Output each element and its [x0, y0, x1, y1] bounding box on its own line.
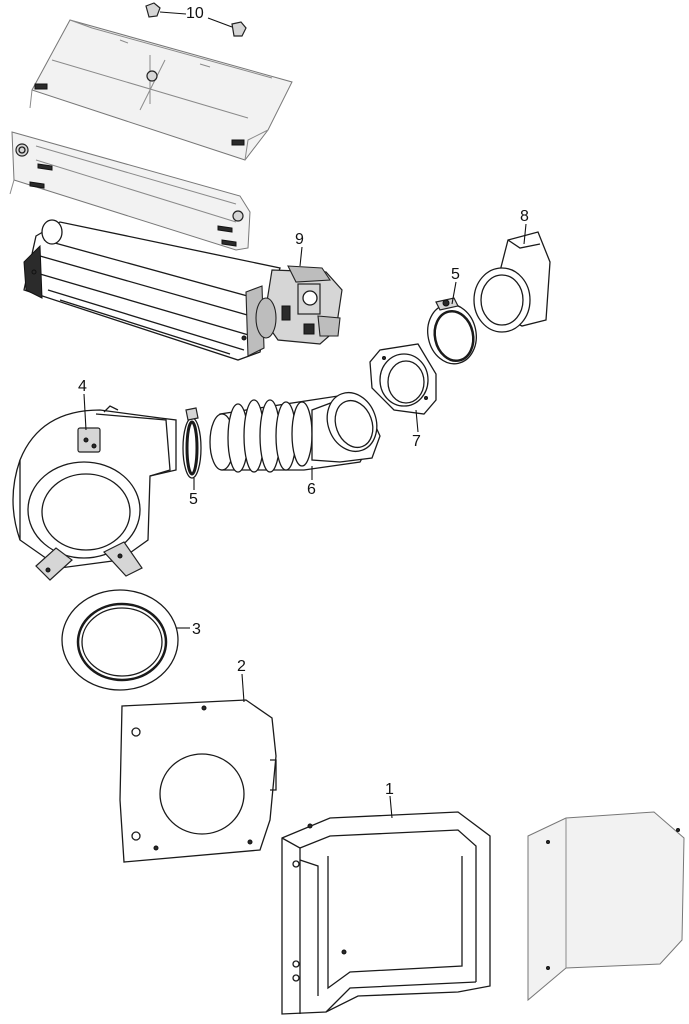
- part-8-elbow: [473, 231, 551, 333]
- part-7-flange: [369, 343, 437, 415]
- callout-3: 3: [192, 621, 201, 638]
- callout-6: 6: [307, 481, 316, 498]
- side-panel: [527, 811, 685, 1002]
- callout-9: 9: [295, 231, 304, 248]
- callout-labels: 10 9 8 5 7 4 5 6 3 2 1: [78, 5, 529, 798]
- callout-5-upper: 5: [451, 266, 460, 283]
- crossflow-blower-assembly: [23, 219, 281, 361]
- callout-1: 1: [385, 781, 394, 798]
- callout-7: 7: [412, 433, 421, 450]
- part-5-clamp-upper: [427, 297, 477, 365]
- part-2-plate: [119, 699, 277, 863]
- motor-part-9: [255, 265, 343, 345]
- part-10-screws: [145, 2, 247, 37]
- part-6-hose: [209, 391, 381, 473]
- part-1-frame: [281, 811, 491, 1015]
- part-3-gasket: [61, 589, 179, 691]
- callout-10: 10: [186, 5, 204, 22]
- callout-8: 8: [520, 208, 529, 225]
- part-5-clamp-lower: [182, 407, 202, 479]
- callout-leaders: [83, 223, 527, 819]
- callout-2: 2: [237, 658, 246, 675]
- top-cover: [29, 19, 293, 161]
- mounting-bracket: [9, 131, 251, 251]
- callout-5-lower: 5: [189, 491, 198, 508]
- callout-4: 4: [78, 378, 87, 395]
- part-4-blower-housing: [12, 405, 177, 581]
